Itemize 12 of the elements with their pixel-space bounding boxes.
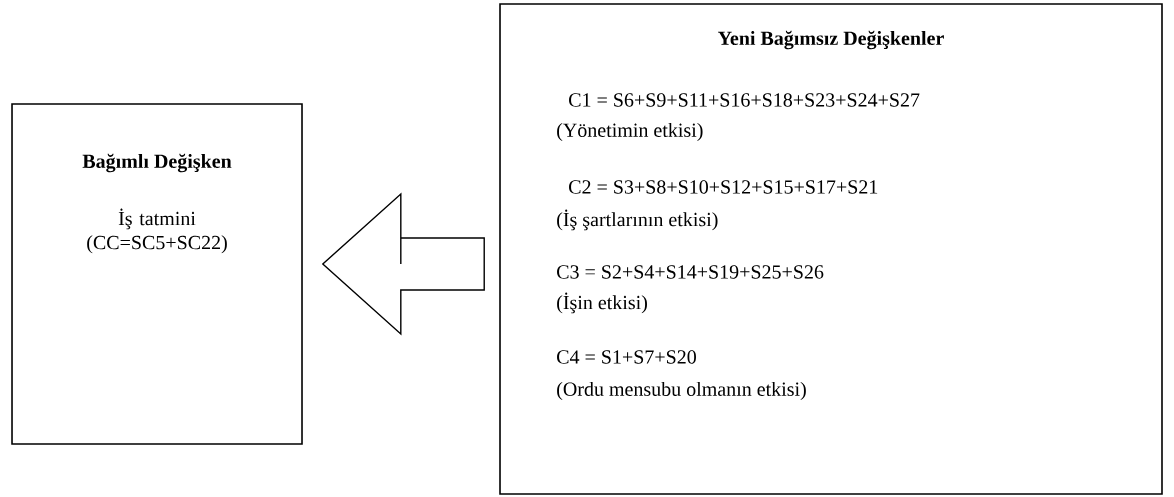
box-text: (İşin etkisi) <box>557 292 647 314</box>
box-text: İş tatmini (CC=SC5+SC22) <box>87 208 227 254</box>
block-arrow <box>321 192 485 336</box>
box-text: C3 = S2+S4+S14+S19+S25+S26 <box>557 265 824 279</box>
box-heading: Bağımlı Değişken <box>82 153 232 173</box>
box-text: (Ordu mensubu olmanın etkisi) <box>557 381 806 401</box>
box-text: C2 = S3+S8+S10+S12+S15+S17+S21 <box>569 180 878 194</box>
box-text: (İş şartlarının etkisi) <box>557 209 718 231</box>
box-heading: Yeni Bağımsız Değişkenler <box>718 30 944 50</box>
box-text: C4 = S1+S7+S20 <box>557 350 696 364</box>
box-text: C1 = S6+S9+S11+S16+S18+S23+S24+S27 <box>569 93 920 107</box>
box-text: (Yönetimin etkisi) <box>557 122 703 142</box>
